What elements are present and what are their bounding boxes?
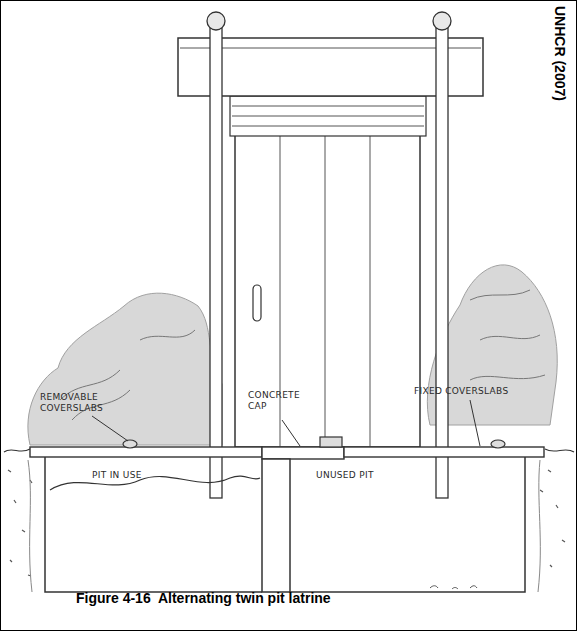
slab-handle (491, 440, 505, 448)
dividing-wall (262, 459, 290, 592)
part-label: REMOVABLE COVERSLABS (40, 392, 118, 414)
bush-hatching (470, 290, 545, 380)
soil-lines (28, 460, 540, 592)
fixed-slab (344, 447, 544, 457)
leader-line (470, 400, 480, 446)
pit-label: UNUSED PIT (316, 470, 374, 481)
figure-caption: Figure 4-16 Alternating twin pit latrine (76, 590, 331, 606)
door (235, 100, 420, 447)
part-label: CONCRETE CAP (248, 390, 310, 412)
post-finial (433, 12, 451, 30)
post-finial (207, 12, 225, 30)
cap-handle (320, 437, 342, 447)
door-lintel (230, 96, 426, 136)
bush-left (28, 293, 222, 445)
slab-handle (123, 440, 137, 448)
door-handle (253, 285, 261, 321)
removable-slab (30, 447, 262, 457)
concrete-cap (262, 447, 344, 459)
pit-walls (45, 457, 525, 592)
part-label: FIXED COVERSLABS (414, 386, 508, 397)
pit-label: PIT IN USE (92, 470, 142, 481)
post (436, 28, 448, 498)
leader-line (282, 420, 300, 446)
pit-floor-pebbles (430, 586, 477, 589)
post (210, 28, 222, 498)
credit-note: UNHCR (2007) (552, 6, 568, 101)
soil-texture (8, 470, 565, 576)
door-planks (280, 135, 370, 447)
waste-level (50, 476, 260, 490)
leader-line (92, 416, 128, 441)
lintel-boards (232, 106, 424, 126)
